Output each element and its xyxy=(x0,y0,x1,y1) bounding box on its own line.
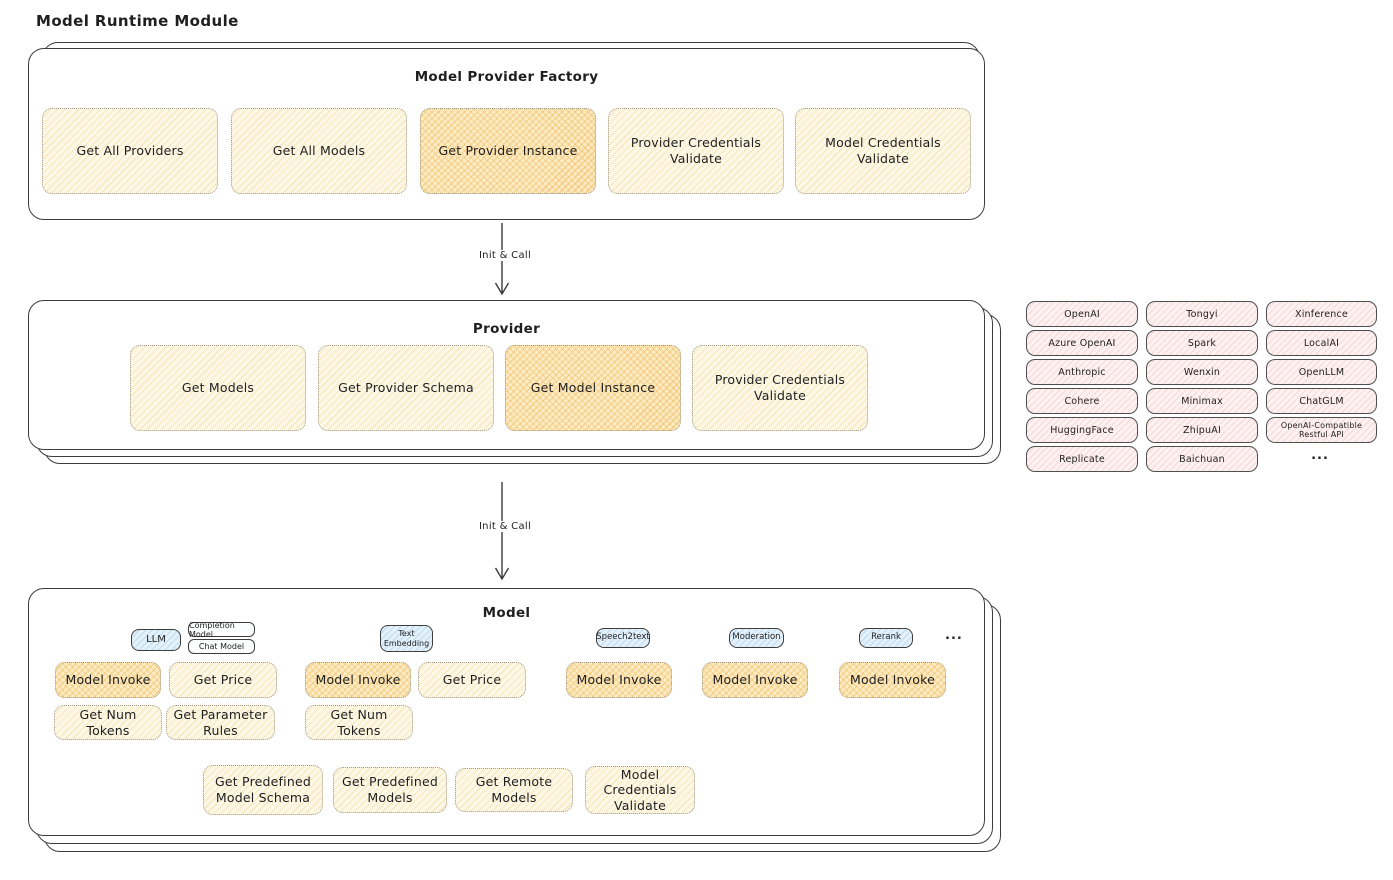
get-models-box: Get Models xyxy=(130,345,306,431)
get-provider-schema-box: Get Provider Schema xyxy=(318,345,494,431)
tag-rerank: Rerank xyxy=(859,628,913,648)
get-model-instance-box: Get Model Instance xyxy=(505,345,681,431)
provider-pill-localai: LocalAI xyxy=(1266,330,1377,356)
model-credentials-validate-box-2: Model Credentials Validate xyxy=(585,766,695,814)
tag-moderation: Moderation xyxy=(729,628,784,648)
get-price-box-embedding: Get Price xyxy=(418,662,526,698)
get-parameter-rules-box: Get Parameter Rules xyxy=(166,705,275,740)
model-tags-ellipsis: ... xyxy=(945,628,963,643)
provider-pill-openllm: OpenLLM xyxy=(1266,359,1377,385)
provider-credentials-validate-box-2: Provider Credentials Validate xyxy=(692,345,868,431)
tag-completion-model: Completion Model xyxy=(188,621,255,639)
provider-pill-azure-openai: Azure OpenAI xyxy=(1026,330,1138,356)
provider-credentials-validate-box: Provider Credentials Validate xyxy=(608,108,784,194)
get-num-tokens-box-embedding: Get Num Tokens xyxy=(305,705,413,740)
model-invoke-box-rerank: Model Invoke xyxy=(839,662,946,698)
get-provider-instance-box: Get Provider Instance xyxy=(420,108,596,194)
get-predefined-models-box: Get Predefined Models xyxy=(333,767,447,813)
model-invoke-box-moderation: Model Invoke xyxy=(702,662,808,698)
get-price-box-llm: Get Price xyxy=(169,662,277,698)
provider-pills-ellipsis: ... xyxy=(1311,448,1329,463)
get-remote-models-box: Get Remote Models xyxy=(455,768,573,812)
provider-pill-openai-compatible: OpenAI-Compatible Restful API xyxy=(1266,417,1377,443)
get-predefined-model-schema-box: Get Predefined Model Schema xyxy=(203,765,323,815)
page-title: Model Runtime Module xyxy=(36,12,239,30)
provider-title: Provider xyxy=(472,321,541,337)
provider-pill-baichuan: Baichuan xyxy=(1146,446,1258,472)
provider-pill-anthropic: Anthropic xyxy=(1026,359,1138,385)
provider-pill-cohere: Cohere xyxy=(1026,388,1138,414)
model-invoke-box-embedding: Model Invoke xyxy=(305,662,411,698)
provider-pill-openai: OpenAI xyxy=(1026,301,1138,327)
provider-pill-wenxin: Wenxin xyxy=(1146,359,1258,385)
provider-pill-replicate: Replicate xyxy=(1026,446,1138,472)
provider-pill-minimax: Minimax xyxy=(1146,388,1258,414)
model-invoke-box-llm: Model Invoke xyxy=(55,662,161,698)
provider-pill-spark: Spark xyxy=(1146,330,1258,356)
tag-speech2text: Speech2text xyxy=(596,628,650,648)
init-call-label-2: Init & Call xyxy=(462,521,548,532)
provider-pill-xinference: Xinference xyxy=(1266,301,1377,327)
get-num-tokens-box-llm: Get Num Tokens xyxy=(54,705,162,740)
provider-pill-chatglm: ChatGLM xyxy=(1266,388,1377,414)
tag-llm: LLM xyxy=(131,629,181,651)
provider-pill-zhipuai: ZhipuAI xyxy=(1146,417,1258,443)
init-call-label-1: Init & Call xyxy=(462,250,548,261)
provider-pill-huggingface: HuggingFace xyxy=(1026,417,1138,443)
model-invoke-box-speech2text: Model Invoke xyxy=(566,662,672,698)
get-all-models-box: Get All Models xyxy=(231,108,407,194)
provider-pill-tongyi: Tongyi xyxy=(1146,301,1258,327)
model-title: Model xyxy=(482,605,531,621)
model-credentials-validate-box: Model Credentials Validate xyxy=(795,108,971,194)
tag-chat-model: Chat Model xyxy=(188,639,255,654)
arrow-provider-to-model xyxy=(494,482,510,581)
tag-text-embedding: Text Embedding xyxy=(380,625,433,652)
get-all-providers-box: Get All Providers xyxy=(42,108,218,194)
factory-title: Model Provider Factory xyxy=(414,69,599,85)
